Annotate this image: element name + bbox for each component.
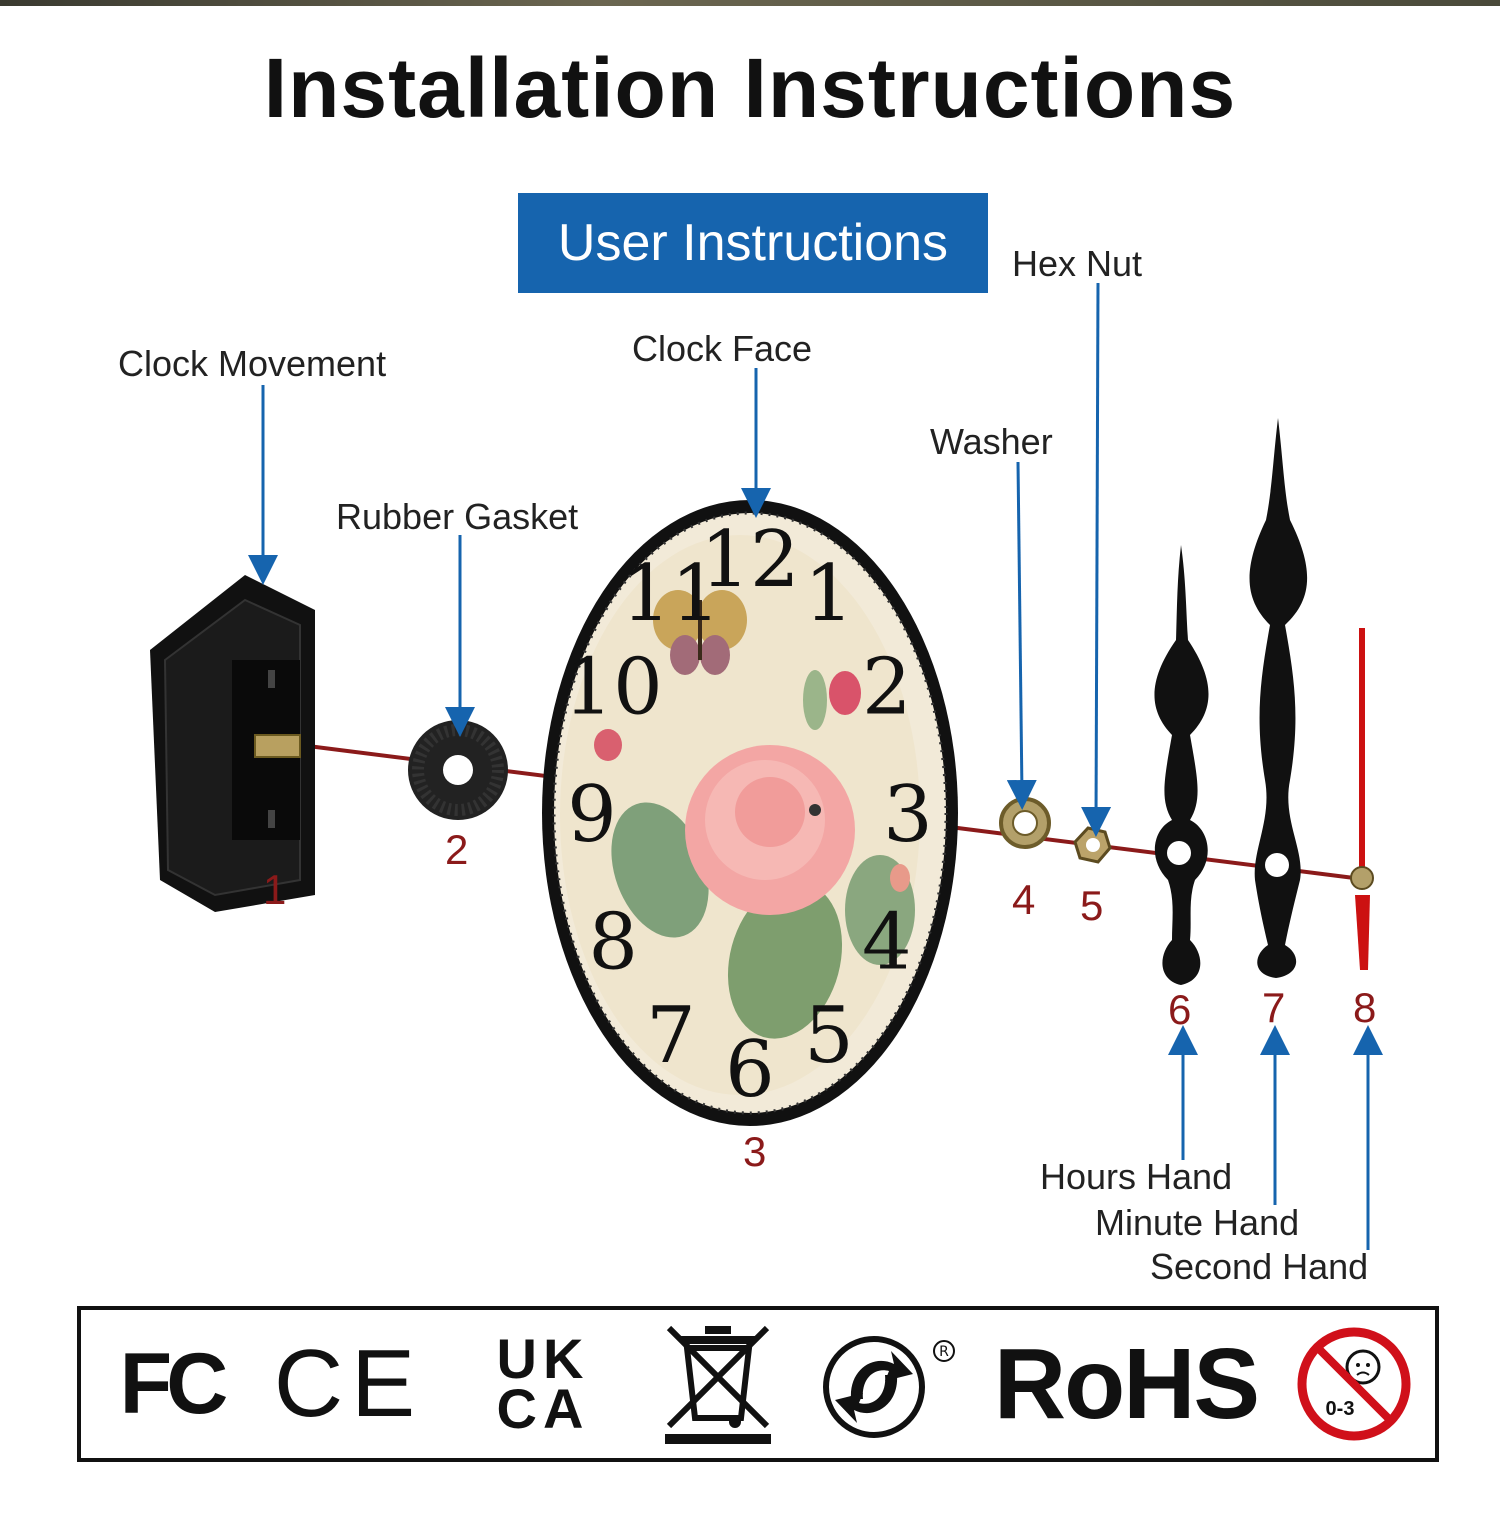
label-rubber-gasket: Rubber Gasket bbox=[336, 496, 578, 538]
label-hex-nut: Hex Nut bbox=[1012, 243, 1142, 285]
dial-numeral-1: 1 bbox=[804, 549, 854, 639]
certification-strip: FC CE UK CA R RoHS bbox=[77, 1306, 1439, 1462]
hours-hand-part bbox=[1154, 545, 1208, 985]
label-washer: Washer bbox=[930, 421, 1053, 463]
dial-numeral-9: 9 bbox=[567, 770, 617, 860]
label-clock-face: Clock Face bbox=[632, 328, 812, 370]
no-under-3-icon: 0-3 bbox=[1295, 1325, 1413, 1443]
clock-movement-part bbox=[150, 575, 315, 912]
dial-numeral-3: 3 bbox=[883, 770, 933, 860]
ce-logo: CE bbox=[276, 1310, 421, 1458]
rubber-gasket-part bbox=[408, 720, 508, 820]
part-number-7: 7 bbox=[1262, 984, 1285, 1032]
part-number-2: 2 bbox=[445, 826, 468, 874]
crossed-bin-icon bbox=[663, 1322, 773, 1446]
svg-text:R: R bbox=[939, 1344, 949, 1360]
recycle-arrows-icon: R bbox=[819, 1329, 965, 1439]
label-second-hand: Second Hand bbox=[1150, 1246, 1368, 1288]
dial-numeral-8: 8 bbox=[588, 898, 638, 988]
second-hand-part bbox=[1351, 628, 1373, 970]
dial-numeral-10: 10 bbox=[564, 643, 663, 733]
dial-numeral-6: 6 bbox=[725, 1025, 775, 1115]
label-minute-hand: Minute Hand bbox=[1095, 1202, 1299, 1244]
age-warning-icon: 0-3 bbox=[1291, 1310, 1416, 1458]
part-number-5: 5 bbox=[1080, 882, 1103, 930]
label-hours-hand: Hours Hand bbox=[1040, 1156, 1232, 1198]
dial-numeral-5: 5 bbox=[804, 991, 854, 1081]
washer-part bbox=[1001, 799, 1049, 847]
green-dot-logo: R bbox=[817, 1310, 967, 1458]
arrow-hex-nut bbox=[1096, 283, 1098, 822]
dial-numeral-7: 7 bbox=[646, 991, 696, 1081]
part-number-1: 1 bbox=[263, 866, 286, 914]
part-number-4: 4 bbox=[1012, 876, 1035, 924]
rohs-logo: RoHS bbox=[996, 1310, 1256, 1458]
ukca-logo: UK CA bbox=[473, 1310, 613, 1458]
dial-numeral-11: 11 bbox=[621, 549, 720, 639]
hex-nut-part bbox=[1075, 828, 1110, 862]
part-number-6: 6 bbox=[1168, 986, 1191, 1034]
label-clock-movement: Clock Movement bbox=[118, 343, 386, 385]
age-range-label: 0-3 bbox=[1325, 1398, 1354, 1420]
part-number-3: 3 bbox=[743, 1128, 766, 1176]
fcc-logo: FC bbox=[106, 1310, 236, 1458]
dial-numeral-4: 4 bbox=[862, 898, 912, 988]
dial-numeral-2: 2 bbox=[862, 643, 912, 733]
arrow-washer bbox=[1018, 462, 1022, 795]
weee-bin-icon bbox=[659, 1310, 777, 1458]
part-number-8: 8 bbox=[1353, 984, 1376, 1032]
minute-hand-part bbox=[1250, 418, 1308, 978]
